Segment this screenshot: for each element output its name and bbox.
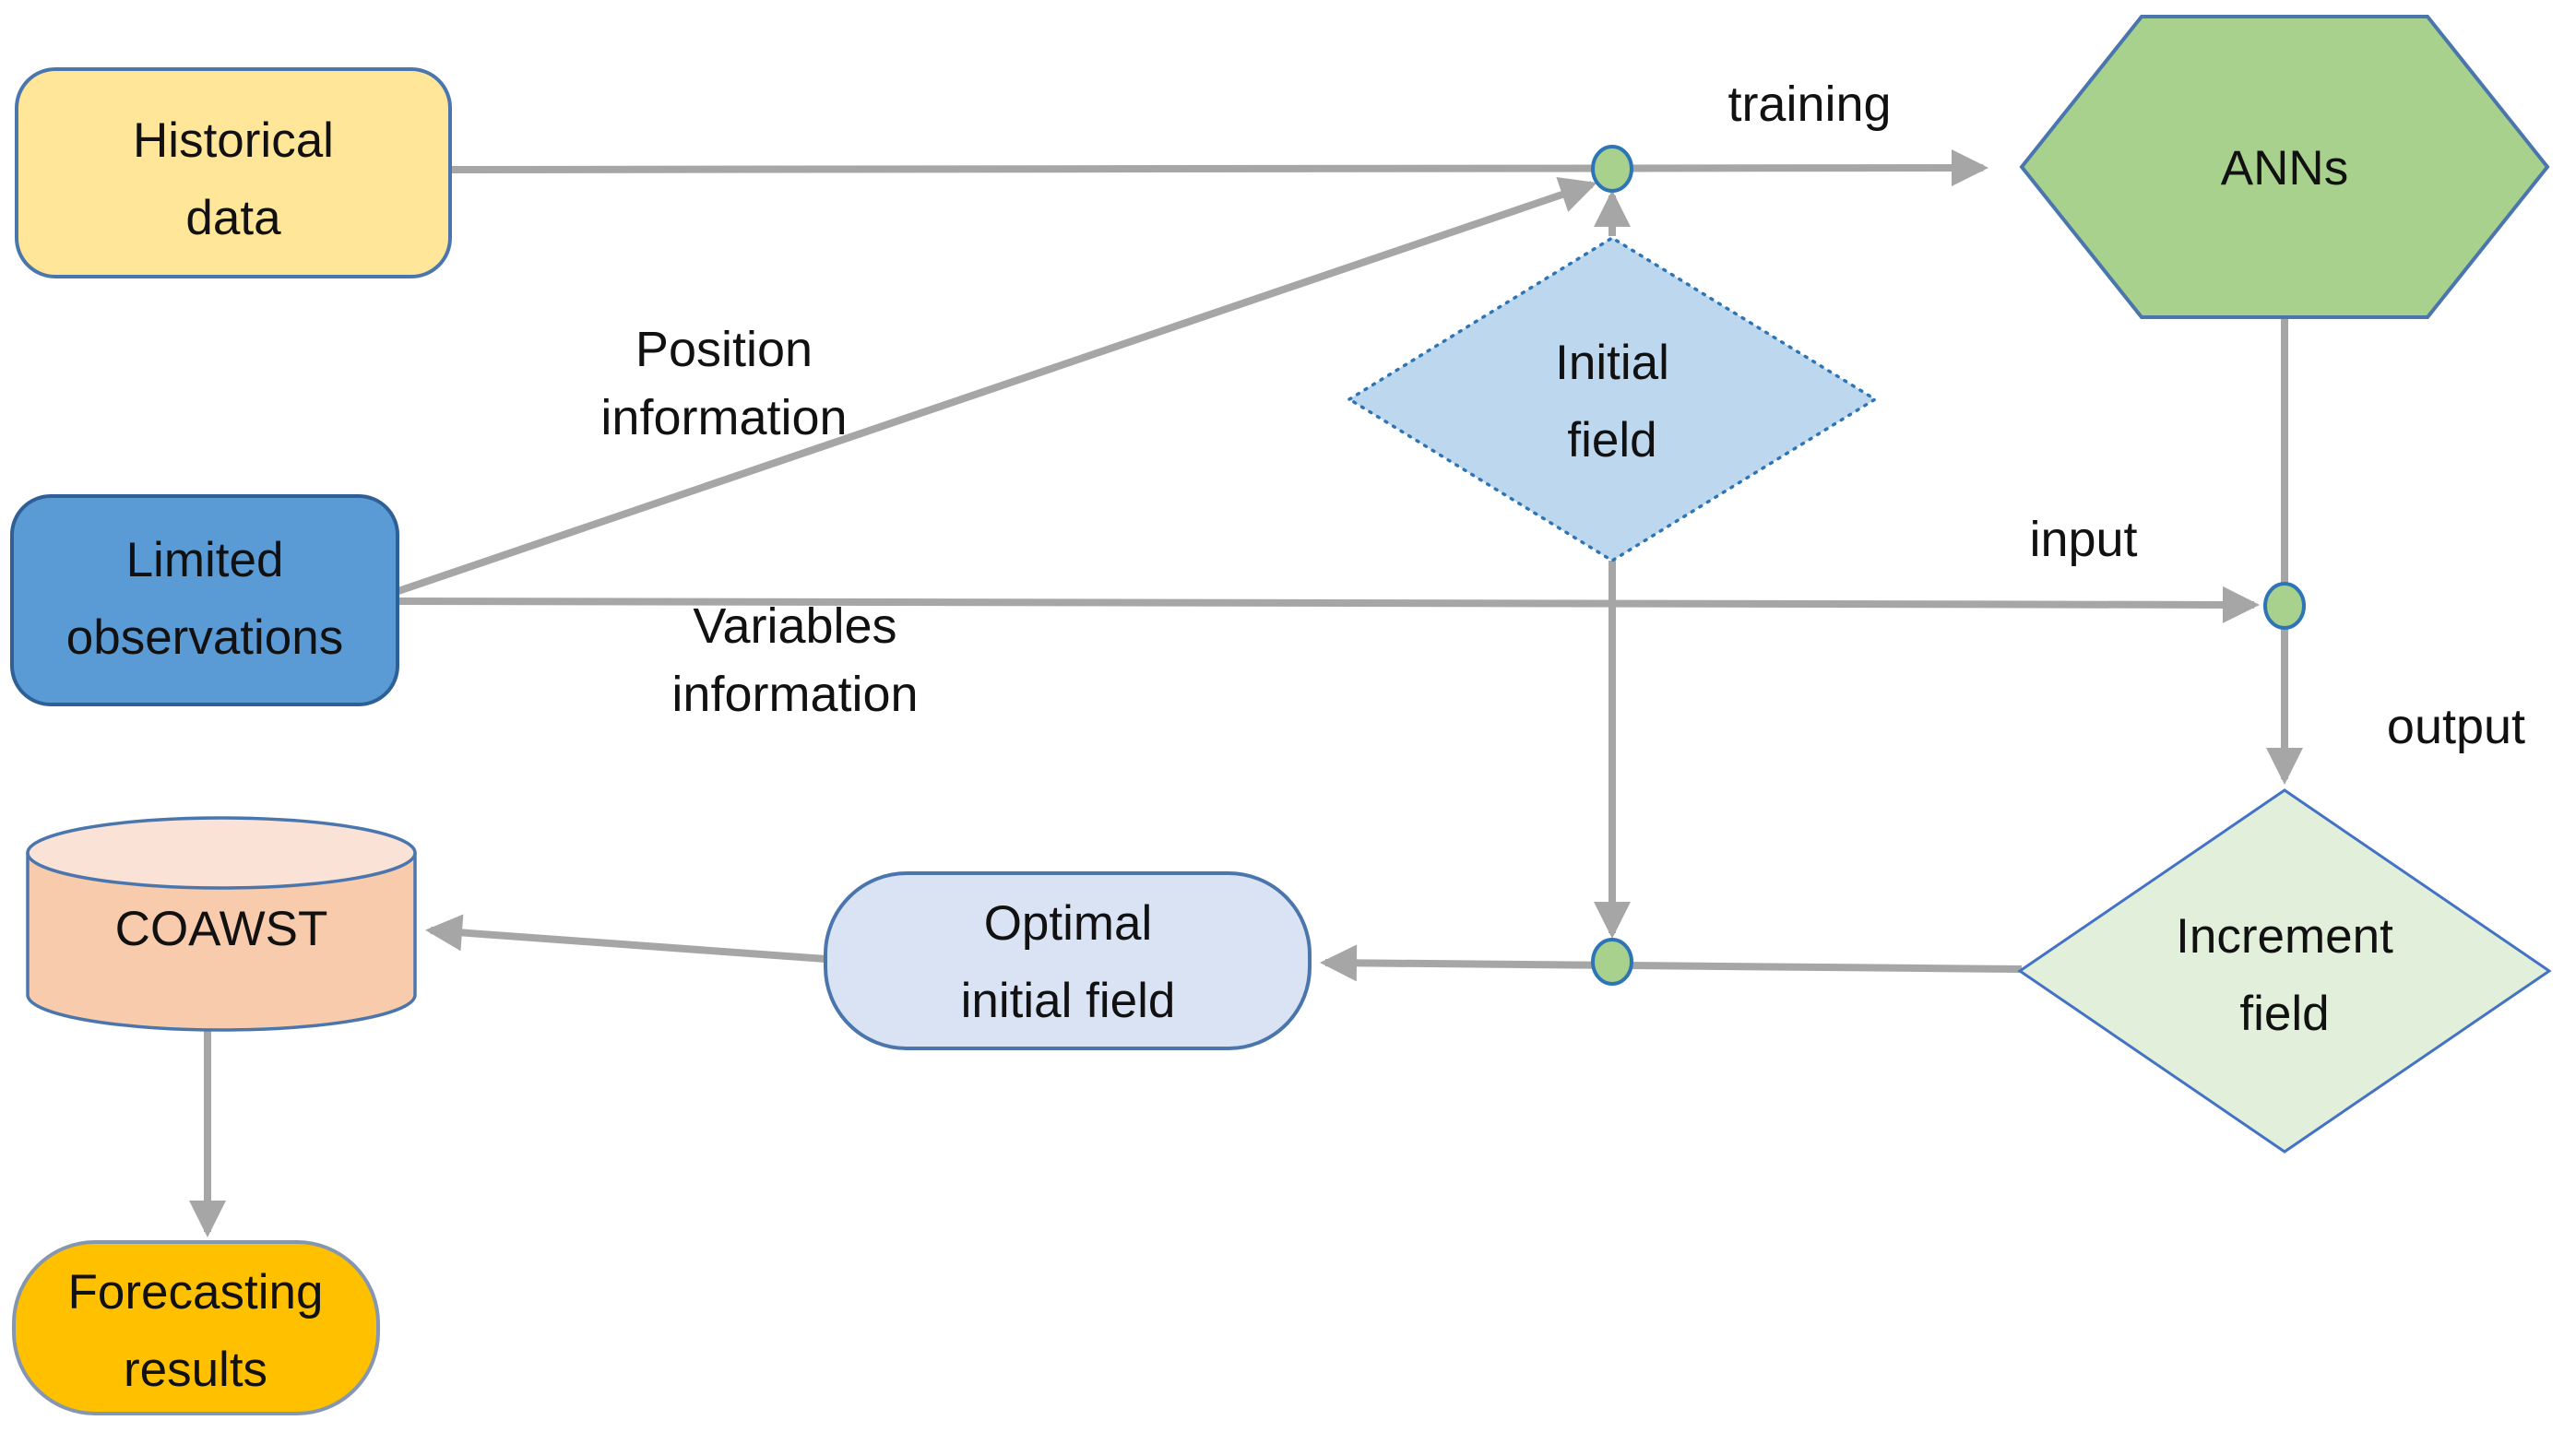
forecasting-results-shape <box>12 1240 380 1415</box>
increment-field-line1: Increment <box>2176 909 2393 964</box>
output-text: output <box>2386 699 2526 754</box>
edge-position-information-line <box>397 177 1597 595</box>
output-edge-label: output <box>2387 692 2525 761</box>
limited-observations-label: Limited observations <box>66 522 344 677</box>
initial-field-line1: Initial <box>1555 336 1669 390</box>
historical-data-label: Historical data <box>133 102 334 257</box>
forecasting-results-line2: results <box>123 1343 268 1397</box>
increment-field-shape <box>2017 788 2552 1154</box>
edge-variables-input-line <box>397 586 2260 623</box>
coawst-cylinder-top <box>26 816 417 890</box>
forecasting-results-label: Forecasting results <box>68 1254 324 1409</box>
initial-field-label: Initial field <box>1555 325 1669 479</box>
anns-label: ANNs <box>2221 130 2348 207</box>
edge-increment-to-optimal-line <box>1320 944 2023 982</box>
limited-observations-shape <box>10 494 399 706</box>
input-edge-label: input <box>2029 505 2137 574</box>
junction-dot-optimal <box>1591 938 1633 986</box>
historical-data-line2: data <box>185 191 281 245</box>
position-information-line2: information <box>600 390 848 445</box>
junction-dot-training <box>1591 145 1633 193</box>
initial-field-line2: field <box>1567 413 1657 467</box>
increment-field-line2: field <box>2239 987 2330 1041</box>
variables-information-line1: Variables <box>693 598 897 654</box>
training-text: training <box>1727 77 1892 132</box>
coawst-label: COAWST <box>115 891 328 968</box>
optimal-initial-field-line2: initial field <box>960 974 1176 1028</box>
optimal-initial-field-shape <box>824 871 1312 1050</box>
anns-text: ANNs <box>2220 141 2349 195</box>
increment-field-label: Increment field <box>2176 898 2393 1053</box>
variables-information-edge-label: Variables information <box>671 592 918 728</box>
input-text: input <box>2029 512 2138 567</box>
edge-optimal-to-coawst-line <box>425 914 826 963</box>
coawst-text: COAWST <box>114 902 328 956</box>
initial-field-shape <box>1346 235 1879 563</box>
edge-training-line <box>449 149 1988 187</box>
junction-dot-input <box>2263 582 2306 630</box>
optimal-initial-field-label: Optimal initial field <box>961 885 1176 1040</box>
anns-shape <box>2019 15 2550 319</box>
historical-data-shape <box>15 67 452 278</box>
limited-observations-line2: observations <box>65 610 344 665</box>
position-information-line1: Position <box>635 322 813 377</box>
training-edge-label: training <box>1727 70 1891 138</box>
optimal-initial-field-line1: Optimal <box>983 896 1153 951</box>
position-information-edge-label: Position information <box>600 315 847 452</box>
variables-information-line2: information <box>671 667 919 722</box>
historical-data-line1: Historical <box>133 113 334 168</box>
coawst-cylinder-body <box>26 853 417 1032</box>
forecasting-results-line1: Forecasting <box>67 1265 324 1320</box>
limited-observations-line1: Limited <box>125 533 284 587</box>
